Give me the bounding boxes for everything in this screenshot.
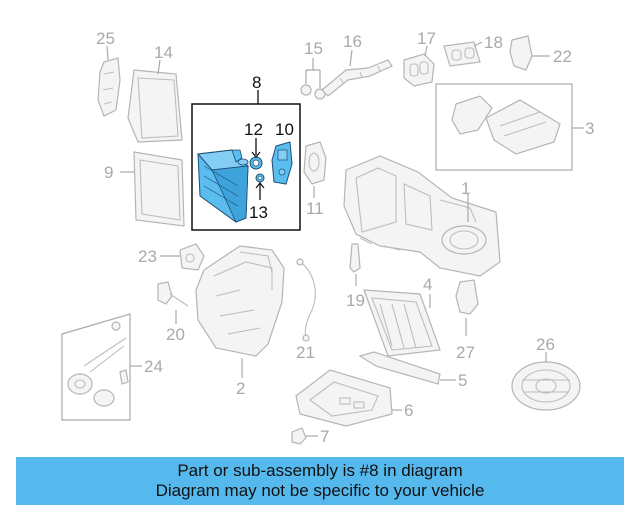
callout-12: 12: [244, 120, 263, 139]
callout-4: 4: [423, 275, 432, 294]
part-19[interactable]: 19: [346, 243, 365, 310]
part-14[interactable]: 14: [127, 43, 183, 143]
part-4[interactable]: 4: [363, 275, 441, 357]
caption-line-2: Diagram may not be specific to your vehi…: [155, 481, 485, 500]
part-23[interactable]: 23: [138, 243, 205, 271]
callout-15: 15: [304, 39, 323, 58]
part-18[interactable]: 18: [443, 33, 503, 67]
evaporator-core[interactable]: [196, 149, 250, 223]
callout-17: 17: [417, 29, 436, 48]
part-15[interactable]: 15: [300, 39, 326, 100]
callout-14: 14: [154, 43, 173, 62]
callout-16: 16: [343, 32, 362, 51]
part-11[interactable]: 11: [303, 141, 327, 218]
callout-5: 5: [458, 371, 467, 390]
part-5[interactable]: 5: [358, 351, 467, 390]
callout-26: 26: [536, 335, 555, 354]
part-27[interactable]: 27: [455, 279, 479, 362]
callout-7: 7: [320, 427, 329, 446]
part-20[interactable]: 20: [157, 281, 189, 344]
callout-11: 11: [306, 199, 324, 218]
callout-25: 25: [96, 29, 115, 48]
part-6[interactable]: 6: [295, 369, 413, 427]
part-26[interactable]: 26: [511, 335, 581, 411]
part-17[interactable]: 17: [403, 29, 436, 87]
part-16[interactable]: 16: [321, 32, 393, 97]
callout-21: 21: [296, 343, 315, 362]
part-2[interactable]: 2: [195, 245, 285, 398]
callout-24: 24: [144, 357, 163, 376]
part-8-assembly[interactable]: 8 12 13: [191, 73, 301, 231]
part-13-oring[interactable]: 13: [249, 173, 268, 222]
callout-8: 8: [252, 73, 261, 92]
part-1[interactable]: 1: [343, 155, 501, 277]
callout-19: 19: [346, 291, 365, 310]
part-12-oring[interactable]: 12: [244, 120, 263, 170]
caption-banner: Part or sub-assembly is #8 in diagram Di…: [16, 457, 624, 505]
callout-3: 3: [585, 119, 594, 138]
callout-10: 10: [275, 120, 294, 139]
part-24[interactable]: 24: [61, 313, 163, 421]
callout-27: 27: [456, 343, 475, 362]
caption-line-1: Part or sub-assembly is #8 in diagram: [177, 461, 463, 480]
part-22[interactable]: 22: [509, 35, 572, 71]
part-10-expansion-valve[interactable]: 10: [271, 120, 294, 185]
callout-20: 20: [166, 325, 185, 344]
part-7[interactable]: 7: [291, 427, 329, 446]
callout-13: 13: [249, 203, 268, 222]
parts-diagram: 25 14 9 8: [61, 29, 594, 446]
callout-6: 6: [404, 401, 413, 420]
callout-18: 18: [484, 33, 503, 52]
callout-2: 2: [236, 379, 245, 398]
callout-1: 1: [461, 179, 470, 198]
part-9[interactable]: 9: [104, 151, 185, 227]
callout-22: 22: [553, 47, 572, 66]
part-25[interactable]: 25: [96, 29, 121, 117]
part-3[interactable]: 3: [435, 83, 594, 171]
callout-9: 9: [104, 163, 113, 182]
callout-23: 23: [138, 247, 157, 266]
part-21[interactable]: 21: [296, 258, 316, 362]
